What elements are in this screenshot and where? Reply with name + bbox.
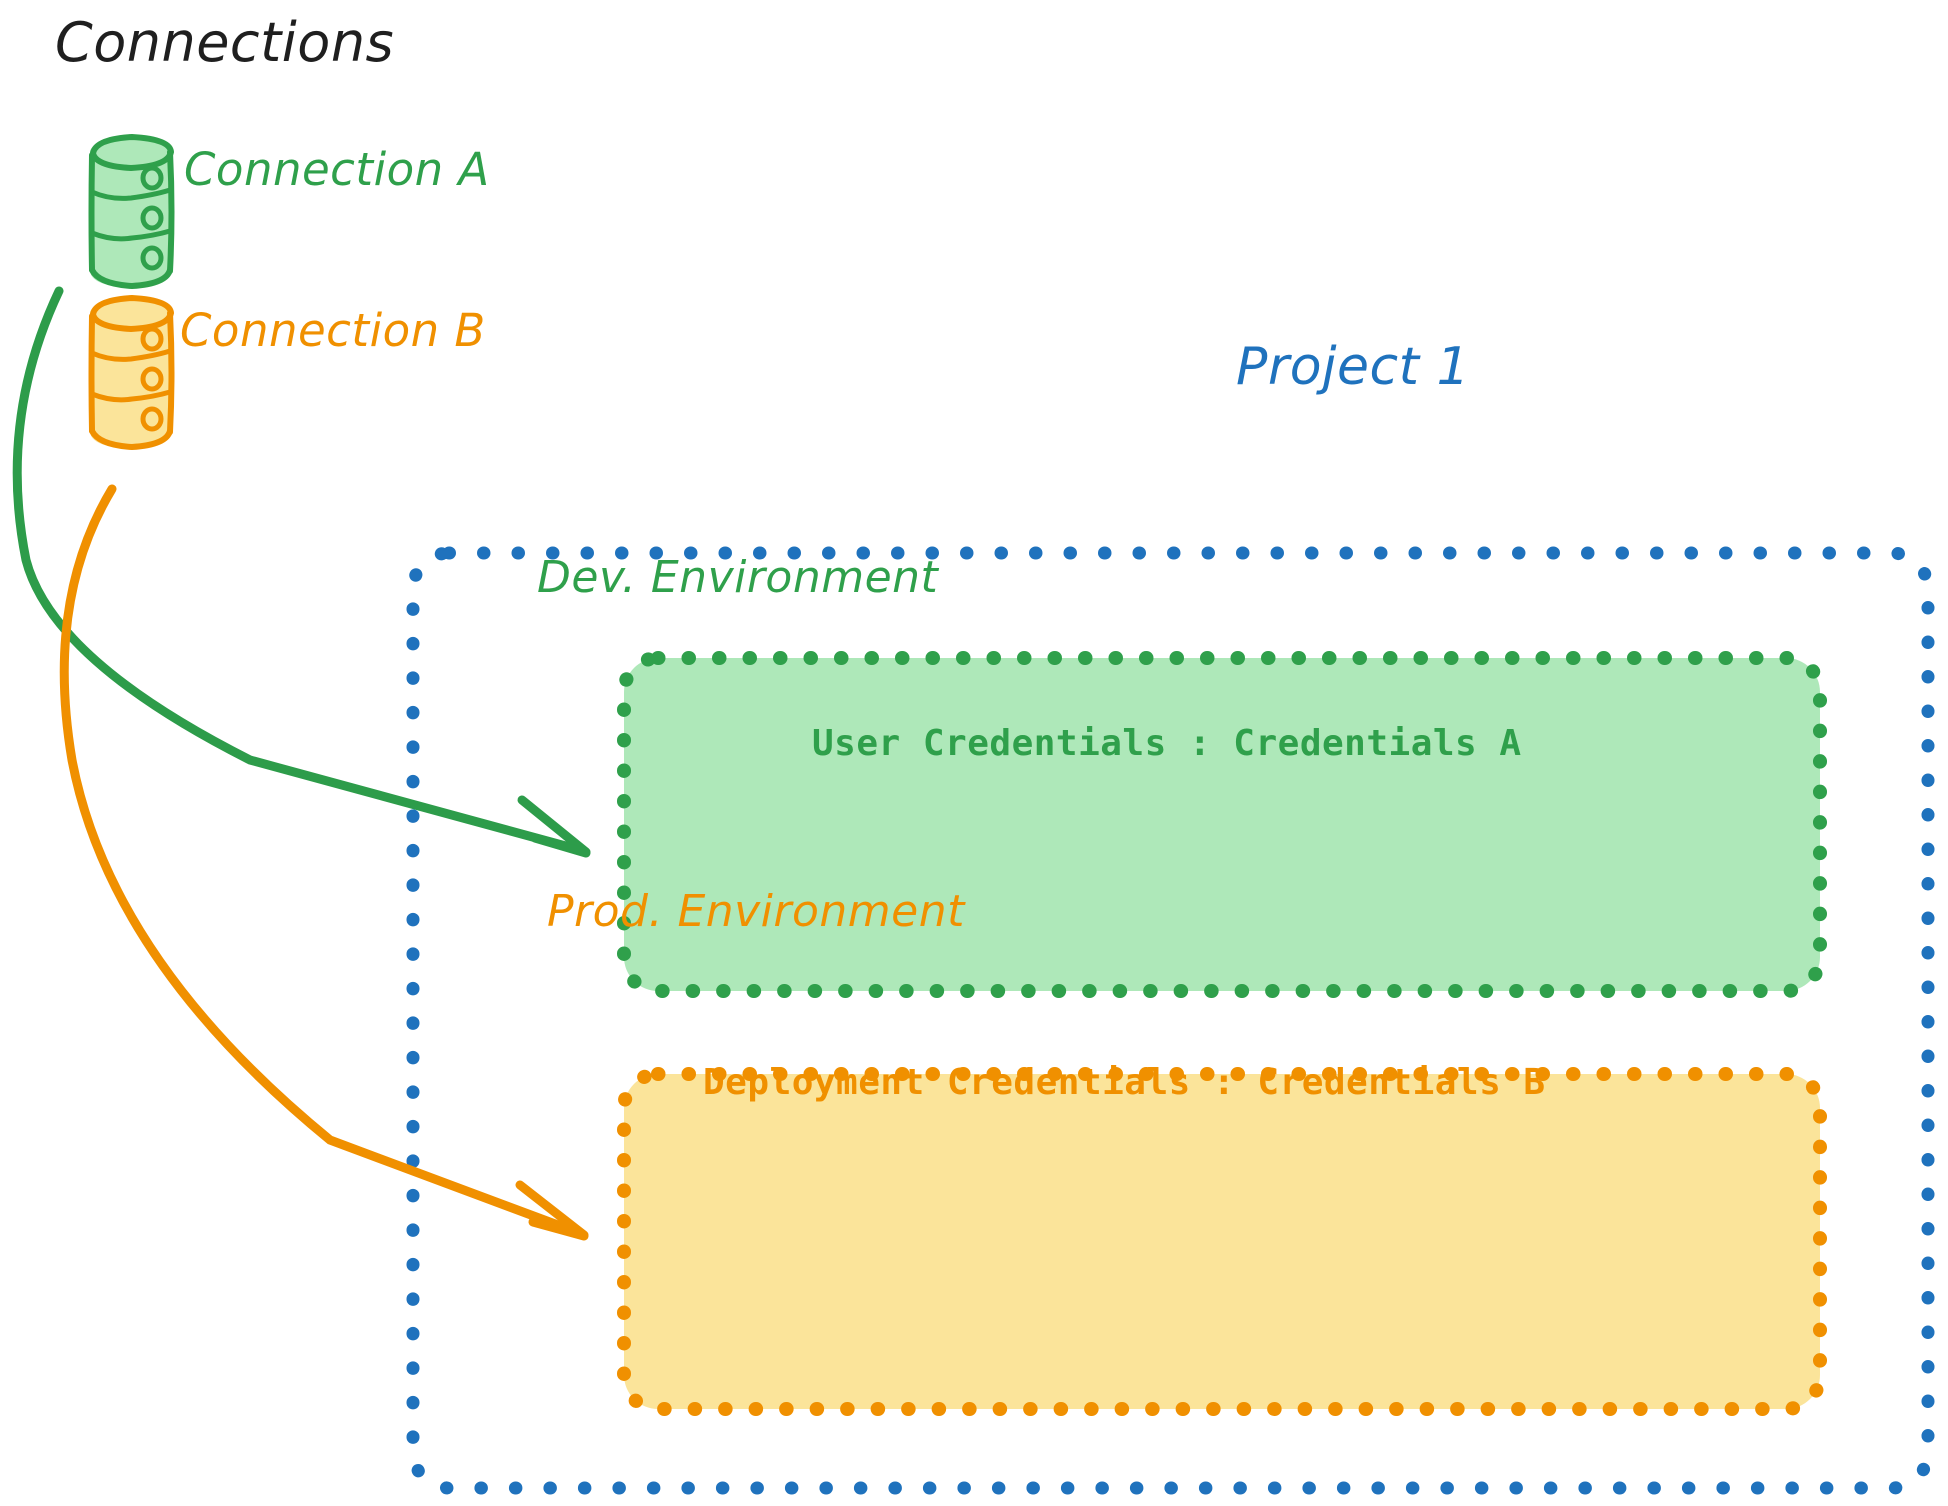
- dev-environment-credentials: User Credentials : Credentials A: [812, 723, 1522, 764]
- prod-environment-box: [617, 1067, 1827, 1416]
- connection-a-database-icon: [88, 134, 175, 290]
- arrow-connection-a-to-dev: [12, 286, 591, 858]
- page-title: Connections: [55, 11, 395, 74]
- dev-environment-box: [617, 651, 1827, 998]
- connection-a-label[interactable]: Connection A: [184, 143, 490, 196]
- arrow-connection-b-to-prod: [59, 484, 589, 1241]
- prod-environment-credentials: Deployment Credentials : Credentials B: [703, 1062, 1546, 1103]
- connection-b-database-icon: [88, 295, 175, 451]
- project-1-boundary: [406, 546, 1935, 1495]
- connection-b-label[interactable]: Connection B: [180, 304, 486, 357]
- prod-environment-title: Prod. Environment: [547, 886, 965, 937]
- dev-environment-title: Dev. Environment: [537, 552, 939, 603]
- project-1-label: Project 1: [1236, 337, 1471, 397]
